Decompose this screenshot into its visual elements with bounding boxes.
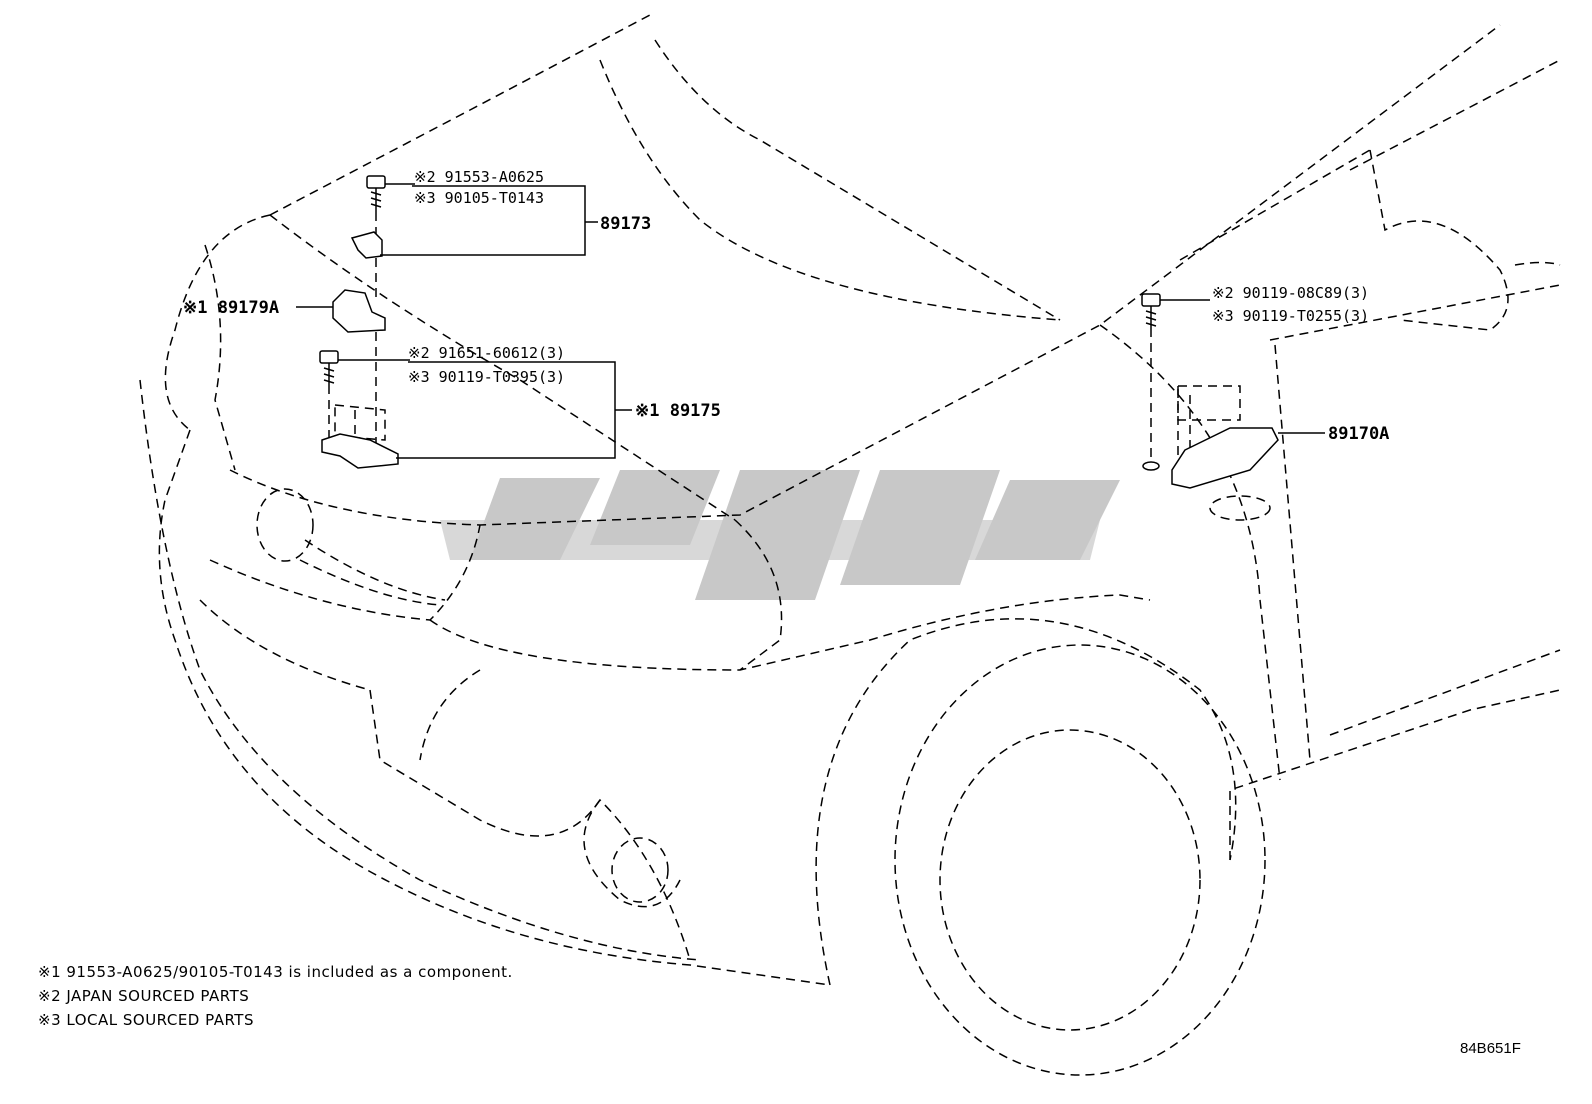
sensor-assembly-left [319, 175, 399, 469]
callout-89179a: ※1 89179A [183, 298, 279, 318]
sensor-assembly-right [1141, 293, 1279, 489]
callout-side-bolt-jp: ※2 90119-08C89(3) [1212, 284, 1369, 302]
document-id: 84B651F [1460, 1040, 1521, 1057]
footnote-1: ※1 91553-A0625/90105-T0143 is included a… [38, 963, 513, 981]
sensor-89175-shape [321, 433, 399, 469]
callout-89173: 89173 [600, 214, 651, 234]
footnotes: ※1 91553-A0625/90105-T0143 is included a… [38, 960, 513, 1032]
bolt-icon [1141, 293, 1161, 328]
footnote-3: ※3 LOCAL SOURCED PARTS [38, 1011, 254, 1029]
callout-89175: ※1 89175 [635, 401, 721, 421]
bolt-icon [319, 350, 339, 385]
bracket-89173-shape [350, 231, 383, 259]
watermark-logo [440, 470, 1120, 600]
callout-upper-bolt-local: ※3 90105-T0143 [414, 189, 544, 207]
sensor-89170a-shape [1171, 427, 1279, 489]
vehicle-outline [139, 14, 1561, 1076]
bolt-icon [366, 175, 386, 212]
footnote-2: ※2 JAPAN SOURCED PARTS [38, 987, 250, 1005]
callout-lower-bolt-local: ※3 90119-T0395(3) [408, 368, 565, 386]
leader-lines [296, 183, 1325, 459]
callout-labels: ※2 91553-A0625 ※3 90105-T0143 89173 ※1 8… [183, 168, 1389, 444]
callout-lower-bolt-jp: ※2 91651-60612(3) [408, 344, 565, 362]
callout-upper-bolt-jp: ※2 91553-A0625 [414, 168, 544, 186]
bracket-89179a-shape [332, 289, 386, 333]
callout-side-bolt-local: ※3 90119-T0255(3) [1212, 307, 1369, 325]
callout-89170a: 89170A [1328, 424, 1389, 444]
